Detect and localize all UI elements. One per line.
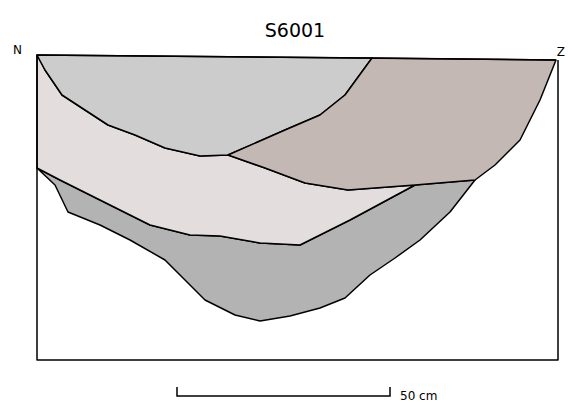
section-top-line	[37, 55, 556, 60]
section-frame	[37, 55, 558, 360]
scale-label: 50 cm	[400, 390, 437, 402]
scale-bar	[177, 387, 390, 396]
section-title: S6001	[265, 21, 325, 40]
brown-layer	[228, 58, 556, 190]
compass-label: Z	[557, 46, 565, 58]
compass-label: N	[13, 44, 22, 56]
